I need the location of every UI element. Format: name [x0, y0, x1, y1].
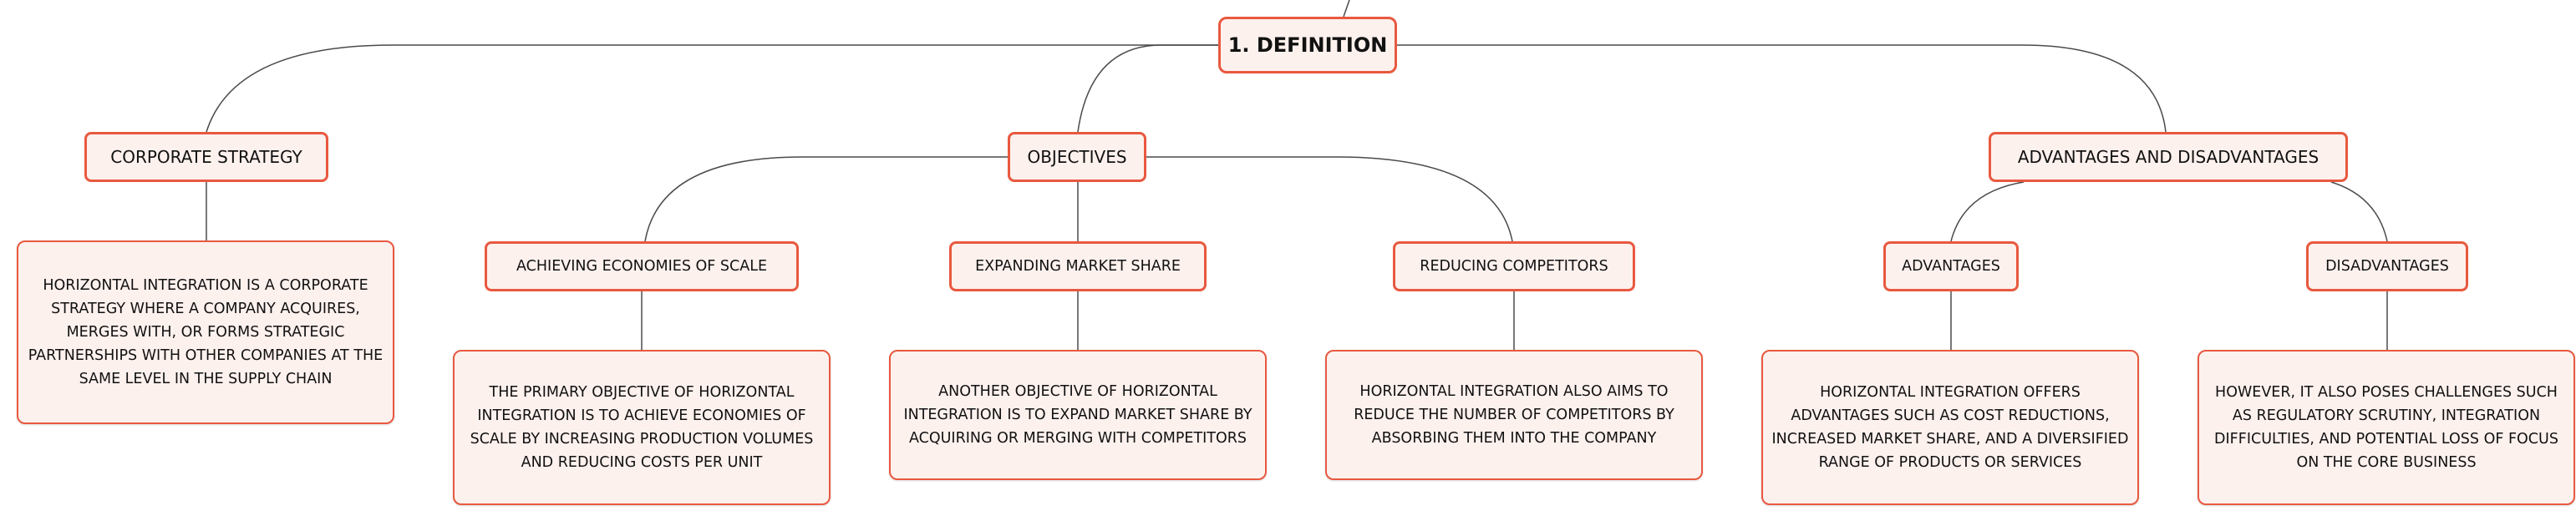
detail-expanding-market-share: ANOTHER OBJECTIVE OF HORIZONTAL INTEGRAT…: [889, 350, 1267, 480]
detail-achieving-economies-of-scale-text: THE PRIMARY OBJECTIVE OF HORIZONTAL INTE…: [470, 384, 814, 471]
node-expanding-market-share[interactable]: EXPANDING MARKET SHARE: [949, 241, 1207, 291]
connector-root-objectives: [1077, 44, 1218, 133]
node-disadvantages[interactable]: DISADVANTAGES: [2306, 241, 2468, 291]
node-objectives[interactable]: OBJECTIVES: [1008, 132, 1146, 182]
detail-advantages: HORIZONTAL INTEGRATION OFFERS ADVANTAGES…: [1761, 350, 2139, 505]
node-reducing-competitors[interactable]: REDUCING COMPETITORS: [1393, 241, 1635, 291]
node-achieving-economies-of-scale-label: ACHIEVING ECONOMIES OF SCALE: [516, 258, 768, 275]
connector-ad-advantages: [1950, 181, 2025, 242]
connector-root-corporate-strategy: [206, 44, 1218, 133]
node-reducing-competitors-label: REDUCING COMPETITORS: [1420, 258, 1608, 275]
detail-disadvantages-text: HOWEVER, IT ALSO POSES CHALLENGES SUCH A…: [2214, 384, 2558, 471]
node-advantages-disadvantages[interactable]: ADVANTAGES AND DISADVANTAGES: [1989, 132, 2348, 182]
connector-objectives-economies: [644, 156, 1008, 242]
node-corporate-strategy-label: CORPORATE STRATEGY: [110, 147, 302, 167]
connector-ad-disadvantages: [2330, 181, 2388, 242]
detail-corporate-strategy-text: HORIZONTAL INTEGRATION IS A CORPORATE ST…: [28, 277, 384, 387]
connector-objectives-reducing: [1146, 156, 1513, 242]
node-achieving-economies-of-scale[interactable]: ACHIEVING ECONOMIES OF SCALE: [485, 241, 799, 291]
detail-reducing-competitors: HORIZONTAL INTEGRATION ALSO AIMS TO REDU…: [1325, 350, 1703, 480]
detail-advantages-text: HORIZONTAL INTEGRATION OFFERS ADVANTAGES…: [1771, 384, 2129, 471]
connector-root-top: [1343, 0, 1350, 18]
node-advantages-disadvantages-label: ADVANTAGES AND DISADVANTAGES: [2017, 147, 2319, 167]
node-advantages[interactable]: ADVANTAGES: [1883, 241, 2019, 291]
node-corporate-strategy[interactable]: CORPORATE STRATEGY: [84, 132, 328, 182]
root-node-label: 1. DEFINITION: [1227, 33, 1388, 57]
detail-disadvantages: HOWEVER, IT ALSO POSES CHALLENGES SUCH A…: [2197, 350, 2575, 505]
root-node-definition[interactable]: 1. DEFINITION: [1218, 17, 1397, 73]
detail-corporate-strategy: HORIZONTAL INTEGRATION IS A CORPORATE ST…: [17, 240, 394, 424]
detail-expanding-market-share-text: ANOTHER OBJECTIVE OF HORIZONTAL INTEGRAT…: [903, 383, 1252, 447]
detail-reducing-competitors-text: HORIZONTAL INTEGRATION ALSO AIMS TO REDU…: [1354, 383, 1674, 447]
node-advantages-label: ADVANTAGES: [1902, 258, 2000, 275]
node-disadvantages-label: DISADVANTAGES: [2325, 258, 2449, 275]
node-expanding-market-share-label: EXPANDING MARKET SHARE: [975, 258, 1181, 275]
detail-achieving-economies-of-scale: THE PRIMARY OBJECTIVE OF HORIZONTAL INTE…: [453, 350, 831, 505]
connector-root-advantages-disadvantages: [1397, 44, 2167, 133]
node-objectives-label: OBJECTIVES: [1027, 147, 1127, 167]
